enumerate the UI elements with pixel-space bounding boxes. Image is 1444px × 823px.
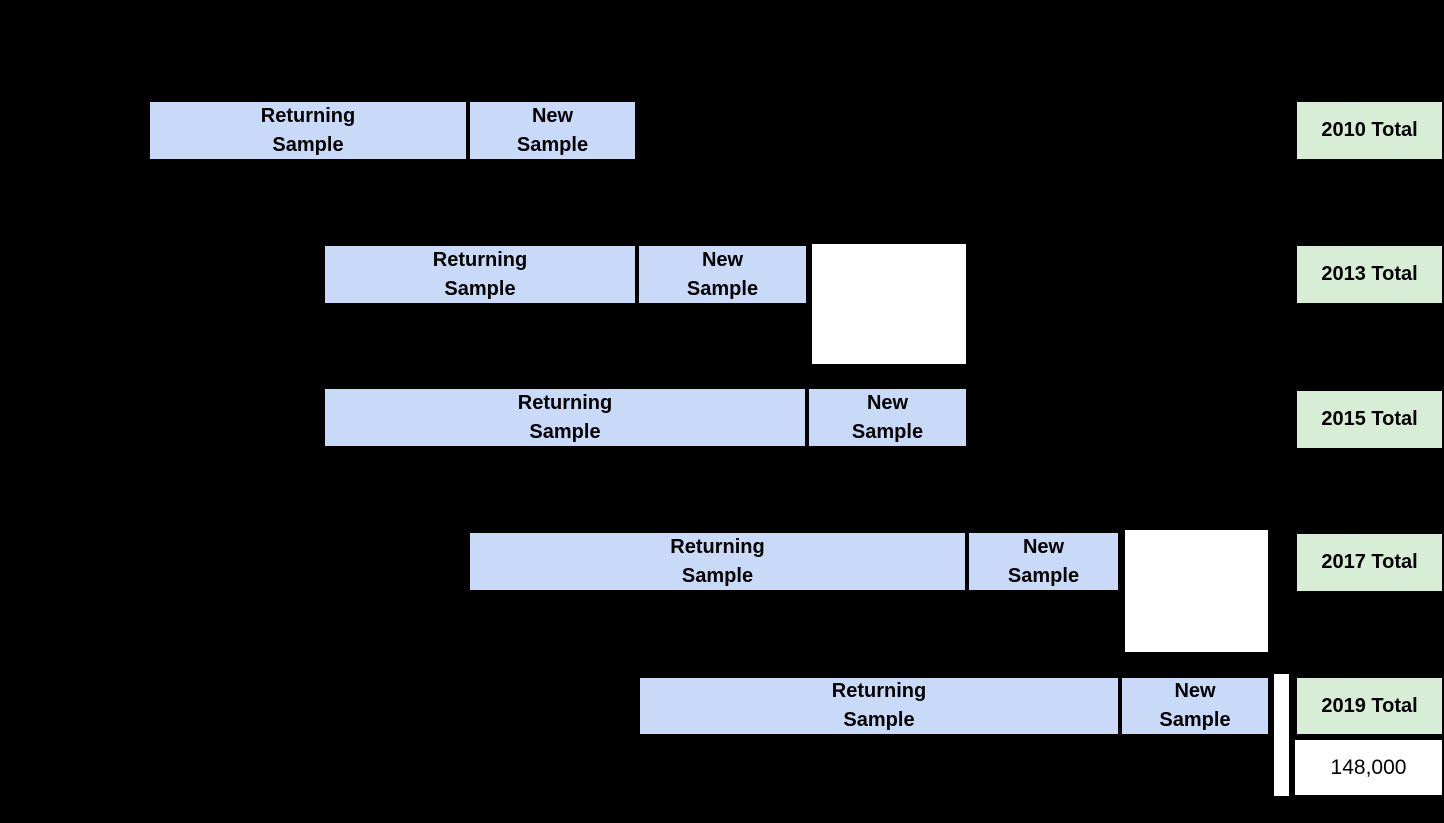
new-sample-segment-2013: New Sample — [637, 244, 808, 305]
new-sample-segment-2010: New Sample — [468, 100, 637, 161]
connector-box-2017 — [1123, 528, 1270, 654]
returning-sample-segment-2010: Returning Sample — [148, 100, 468, 161]
total-box-2010: 2010 Total — [1295, 100, 1444, 161]
new-sample-segment-2015: New Sample — [807, 387, 968, 448]
total-box-2015: 2015 Total — [1295, 389, 1444, 450]
new-sample-segment-2019: New Sample — [1120, 676, 1270, 736]
returning-sample-segment-2017: Returning Sample — [468, 531, 967, 592]
connector-box-2013 — [810, 242, 968, 366]
total-box-2017: 2017 Total — [1295, 532, 1444, 593]
returning-sample-segment-2013: Returning Sample — [323, 244, 637, 305]
final-total-value: 148,000 — [1293, 738, 1444, 797]
connector-strip-2019 — [1272, 672, 1291, 798]
total-box-2019: 2019 Total — [1295, 676, 1444, 736]
total-box-2013: 2013 Total — [1295, 244, 1444, 305]
returning-sample-segment-2019: Returning Sample — [638, 676, 1120, 736]
returning-sample-segment-2015: Returning Sample — [323, 387, 807, 448]
new-sample-segment-2017: New Sample — [967, 531, 1120, 592]
